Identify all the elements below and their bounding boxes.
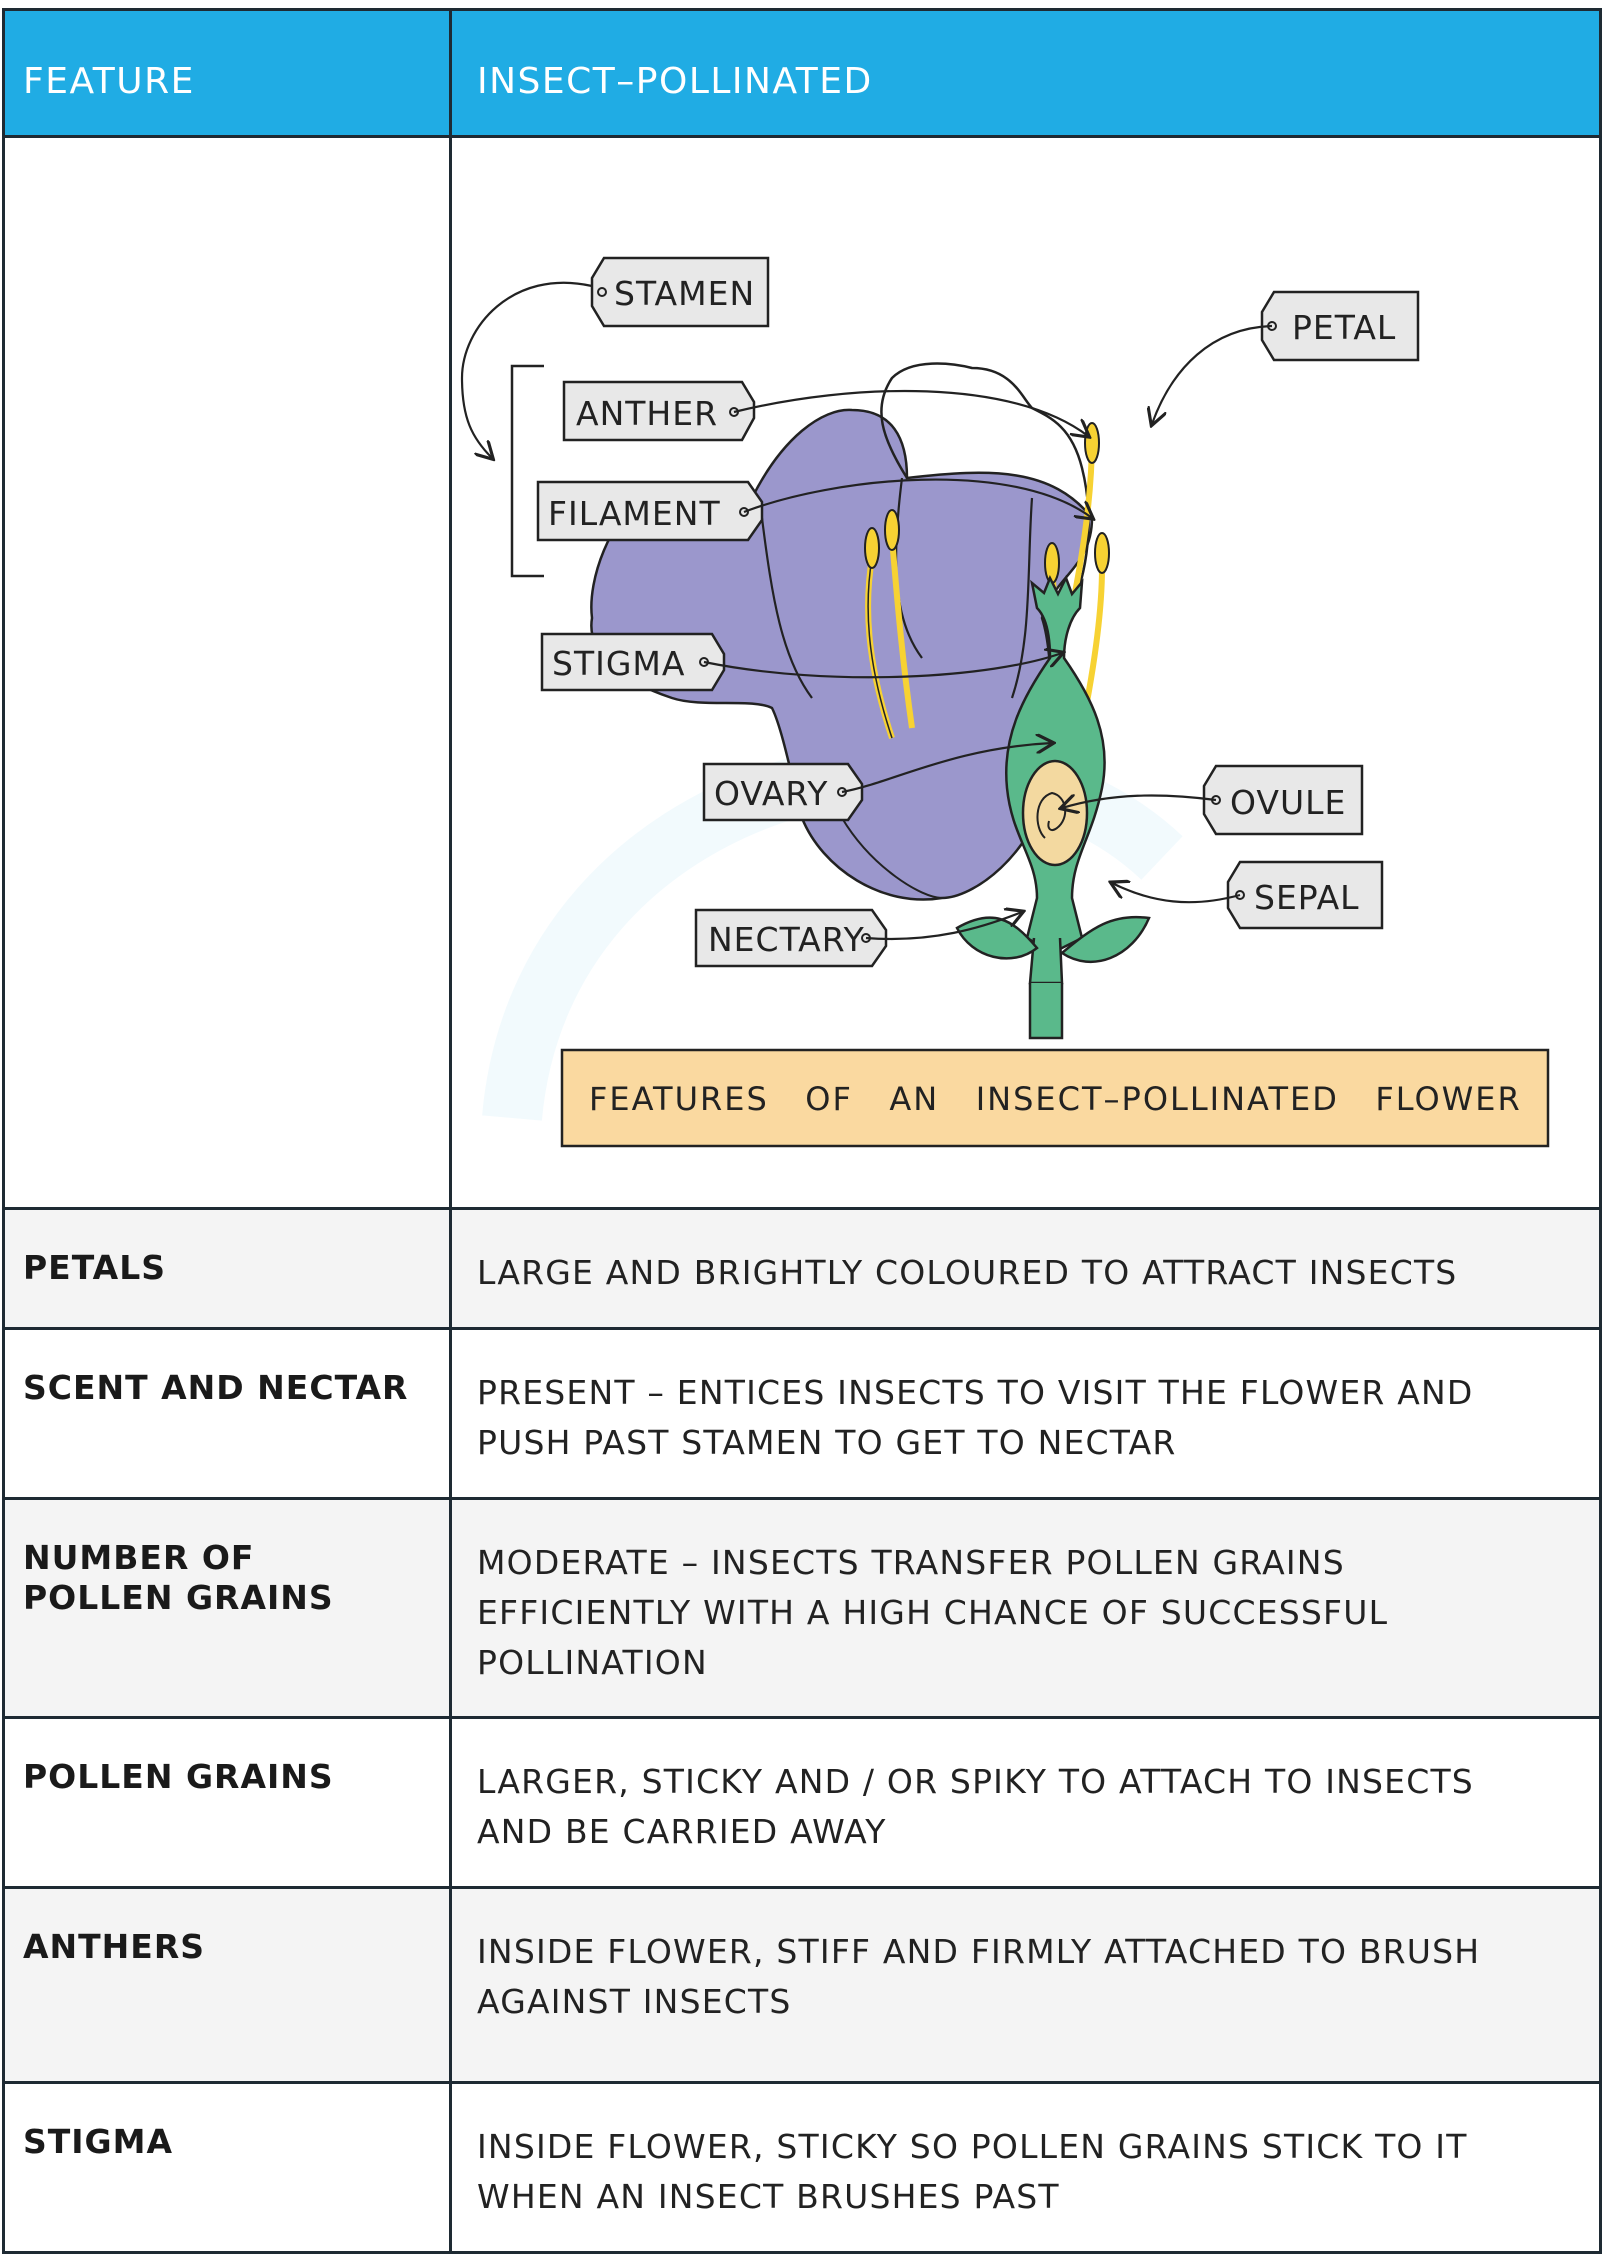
label-stamen: STAMEN <box>590 256 770 328</box>
label-filament: FILAMENT <box>536 480 764 542</box>
label-ovule: OVULE <box>1202 764 1364 836</box>
svg-text:STAMEN: STAMEN <box>614 274 755 313</box>
column-divider <box>449 2084 452 2251</box>
table-header-row: FEATURE INSECT–POLLINATED <box>5 11 1599 138</box>
description-line: INSIDE FLOWER, STICKY SO POLLEN GRAINS S… <box>477 2127 1468 2166</box>
description-stigma: INSIDE FLOWER, STICKY SO POLLEN GRAINS S… <box>452 2084 1599 2251</box>
svg-text:SEPAL: SEPAL <box>1254 878 1360 917</box>
anther-1 <box>864 527 880 569</box>
description-line: INSIDE FLOWER, STIFF AND FIRMLY ATTACHED… <box>477 1932 1481 1971</box>
column-divider <box>449 1330 452 1497</box>
svg-text:NECTARY: NECTARY <box>708 920 865 959</box>
description-anthers: INSIDE FLOWER, STIFF AND FIRMLY ATTACHED… <box>452 1889 1599 2081</box>
svg-text:OVARY: OVARY <box>714 774 828 813</box>
feature-stigma: STIGMA <box>23 2122 174 2161</box>
description-pollen-grains: LARGER, STICKY AND / OR SPIKY TO ATTACH … <box>452 1719 1599 1886</box>
description-line: WHEN AN INSECT BRUSHES PAST <box>477 2177 1060 2216</box>
description-line: PRESENT – ENTICES INSECTS TO VISIT THE F… <box>477 1373 1474 1412</box>
description-line: MODERATE – INSECTS TRANSFER POLLEN GRAIN… <box>477 1543 1345 1582</box>
feature-pollen-grains: POLLEN GRAINS <box>23 1757 334 1796</box>
description-line: AGAINST INSECTS <box>477 1982 792 2021</box>
description-line: EFFICIENTLY WITH A HIGH CHANCE OF SUCCES… <box>477 1593 1389 1632</box>
description-number-pollen: MODERATE – INSECTS TRANSFER POLLEN GRAIN… <box>452 1500 1599 1716</box>
anther-3 <box>1084 422 1100 464</box>
svg-text:STIGMA: STIGMA <box>552 644 685 683</box>
svg-text:PETAL: PETAL <box>1292 308 1396 347</box>
column-divider <box>449 1500 452 1716</box>
label-stigma: STIGMA <box>540 632 726 692</box>
description-line: LARGER, STICKY AND / OR SPIKY TO ATTACH … <box>477 1762 1474 1801</box>
label-anther: ANTHER <box>562 380 756 442</box>
column-divider <box>449 138 452 1207</box>
description-line: LARGE AND BRIGHTLY COLOURED TO ATTRACT I… <box>477 1253 1458 1292</box>
svg-text:ANTHER: ANTHER <box>576 394 718 433</box>
label-nectary: NECTARY <box>694 908 888 968</box>
pointer-arrows <box>703 324 1273 941</box>
column-divider <box>449 1210 452 1327</box>
column-divider <box>449 11 452 135</box>
svg-text:OVULE: OVULE <box>1230 783 1346 822</box>
svg-text:FILAMENT: FILAMENT <box>548 494 721 533</box>
diagram-caption: FEATURES OF AN INSECT–POLLINATED FLOWER <box>560 1048 1550 1148</box>
feature-anthers: ANTHERS <box>23 1927 206 1966</box>
flower-diagram: STAMEN ANTHER FILAMENT STIGMA OVARY <box>460 256 1550 1148</box>
feature-scent-nectar: SCENT AND NECTAR <box>23 1368 409 1407</box>
header-insect-pollinated: INSECT–POLLINATED <box>477 61 873 102</box>
table-row: POLLEN GRAINS LARGER, STICKY AND / OR SP… <box>5 1719 1599 1889</box>
table-row: NUMBER OF POLLEN GRAINS MODERATE – INSEC… <box>5 1500 1599 1719</box>
anther-5 <box>1094 532 1110 574</box>
column-divider <box>449 1719 452 1886</box>
anther-2 <box>884 509 900 551</box>
column-divider <box>449 1889 452 2081</box>
table-row: ANTHERS INSIDE FLOWER, STIFF AND FIRMLY … <box>5 1889 1599 2084</box>
label-sepal: SEPAL <box>1226 860 1384 930</box>
diagram-row: STAMEN ANTHER FILAMENT STIGMA OVARY <box>5 138 1599 1210</box>
description-line: PUSH PAST STAMEN TO GET TO NECTAR <box>477 1423 1177 1462</box>
description-petals: LARGE AND BRIGHTLY COLOURED TO ATTRACT I… <box>452 1210 1599 1327</box>
description-line: AND BE CARRIED AWAY <box>477 1812 887 1851</box>
description-scent-nectar: PRESENT – ENTICES INSECTS TO VISIT THE F… <box>452 1330 1599 1497</box>
svg-text:FEATURES OF AN INSECT–PO: FEATURES OF AN INSECT–POLLINATED FLOWER <box>589 1080 1522 1118</box>
feature-number-pollen: NUMBER OF POLLEN GRAINS <box>23 1538 334 1617</box>
table-row: SCENT AND NECTAR PRESENT – ENTICES INSEC… <box>5 1330 1599 1500</box>
table-row: PETALS LARGE AND BRIGHTLY COLOURED TO AT… <box>5 1210 1599 1330</box>
table-row: STIGMA INSIDE FLOWER, STICKY SO POLLEN G… <box>5 2084 1599 2251</box>
label-petal: PETAL <box>1260 290 1420 362</box>
feature-petals: PETALS <box>23 1248 167 1287</box>
description-line: POLLINATION <box>477 1643 708 1682</box>
header-feature: FEATURE <box>23 61 195 102</box>
label-ovary: OVARY <box>702 762 864 822</box>
comparison-table: FEATURE INSECT–POLLINATED <box>2 8 1602 2254</box>
anther-4 <box>1044 542 1060 584</box>
